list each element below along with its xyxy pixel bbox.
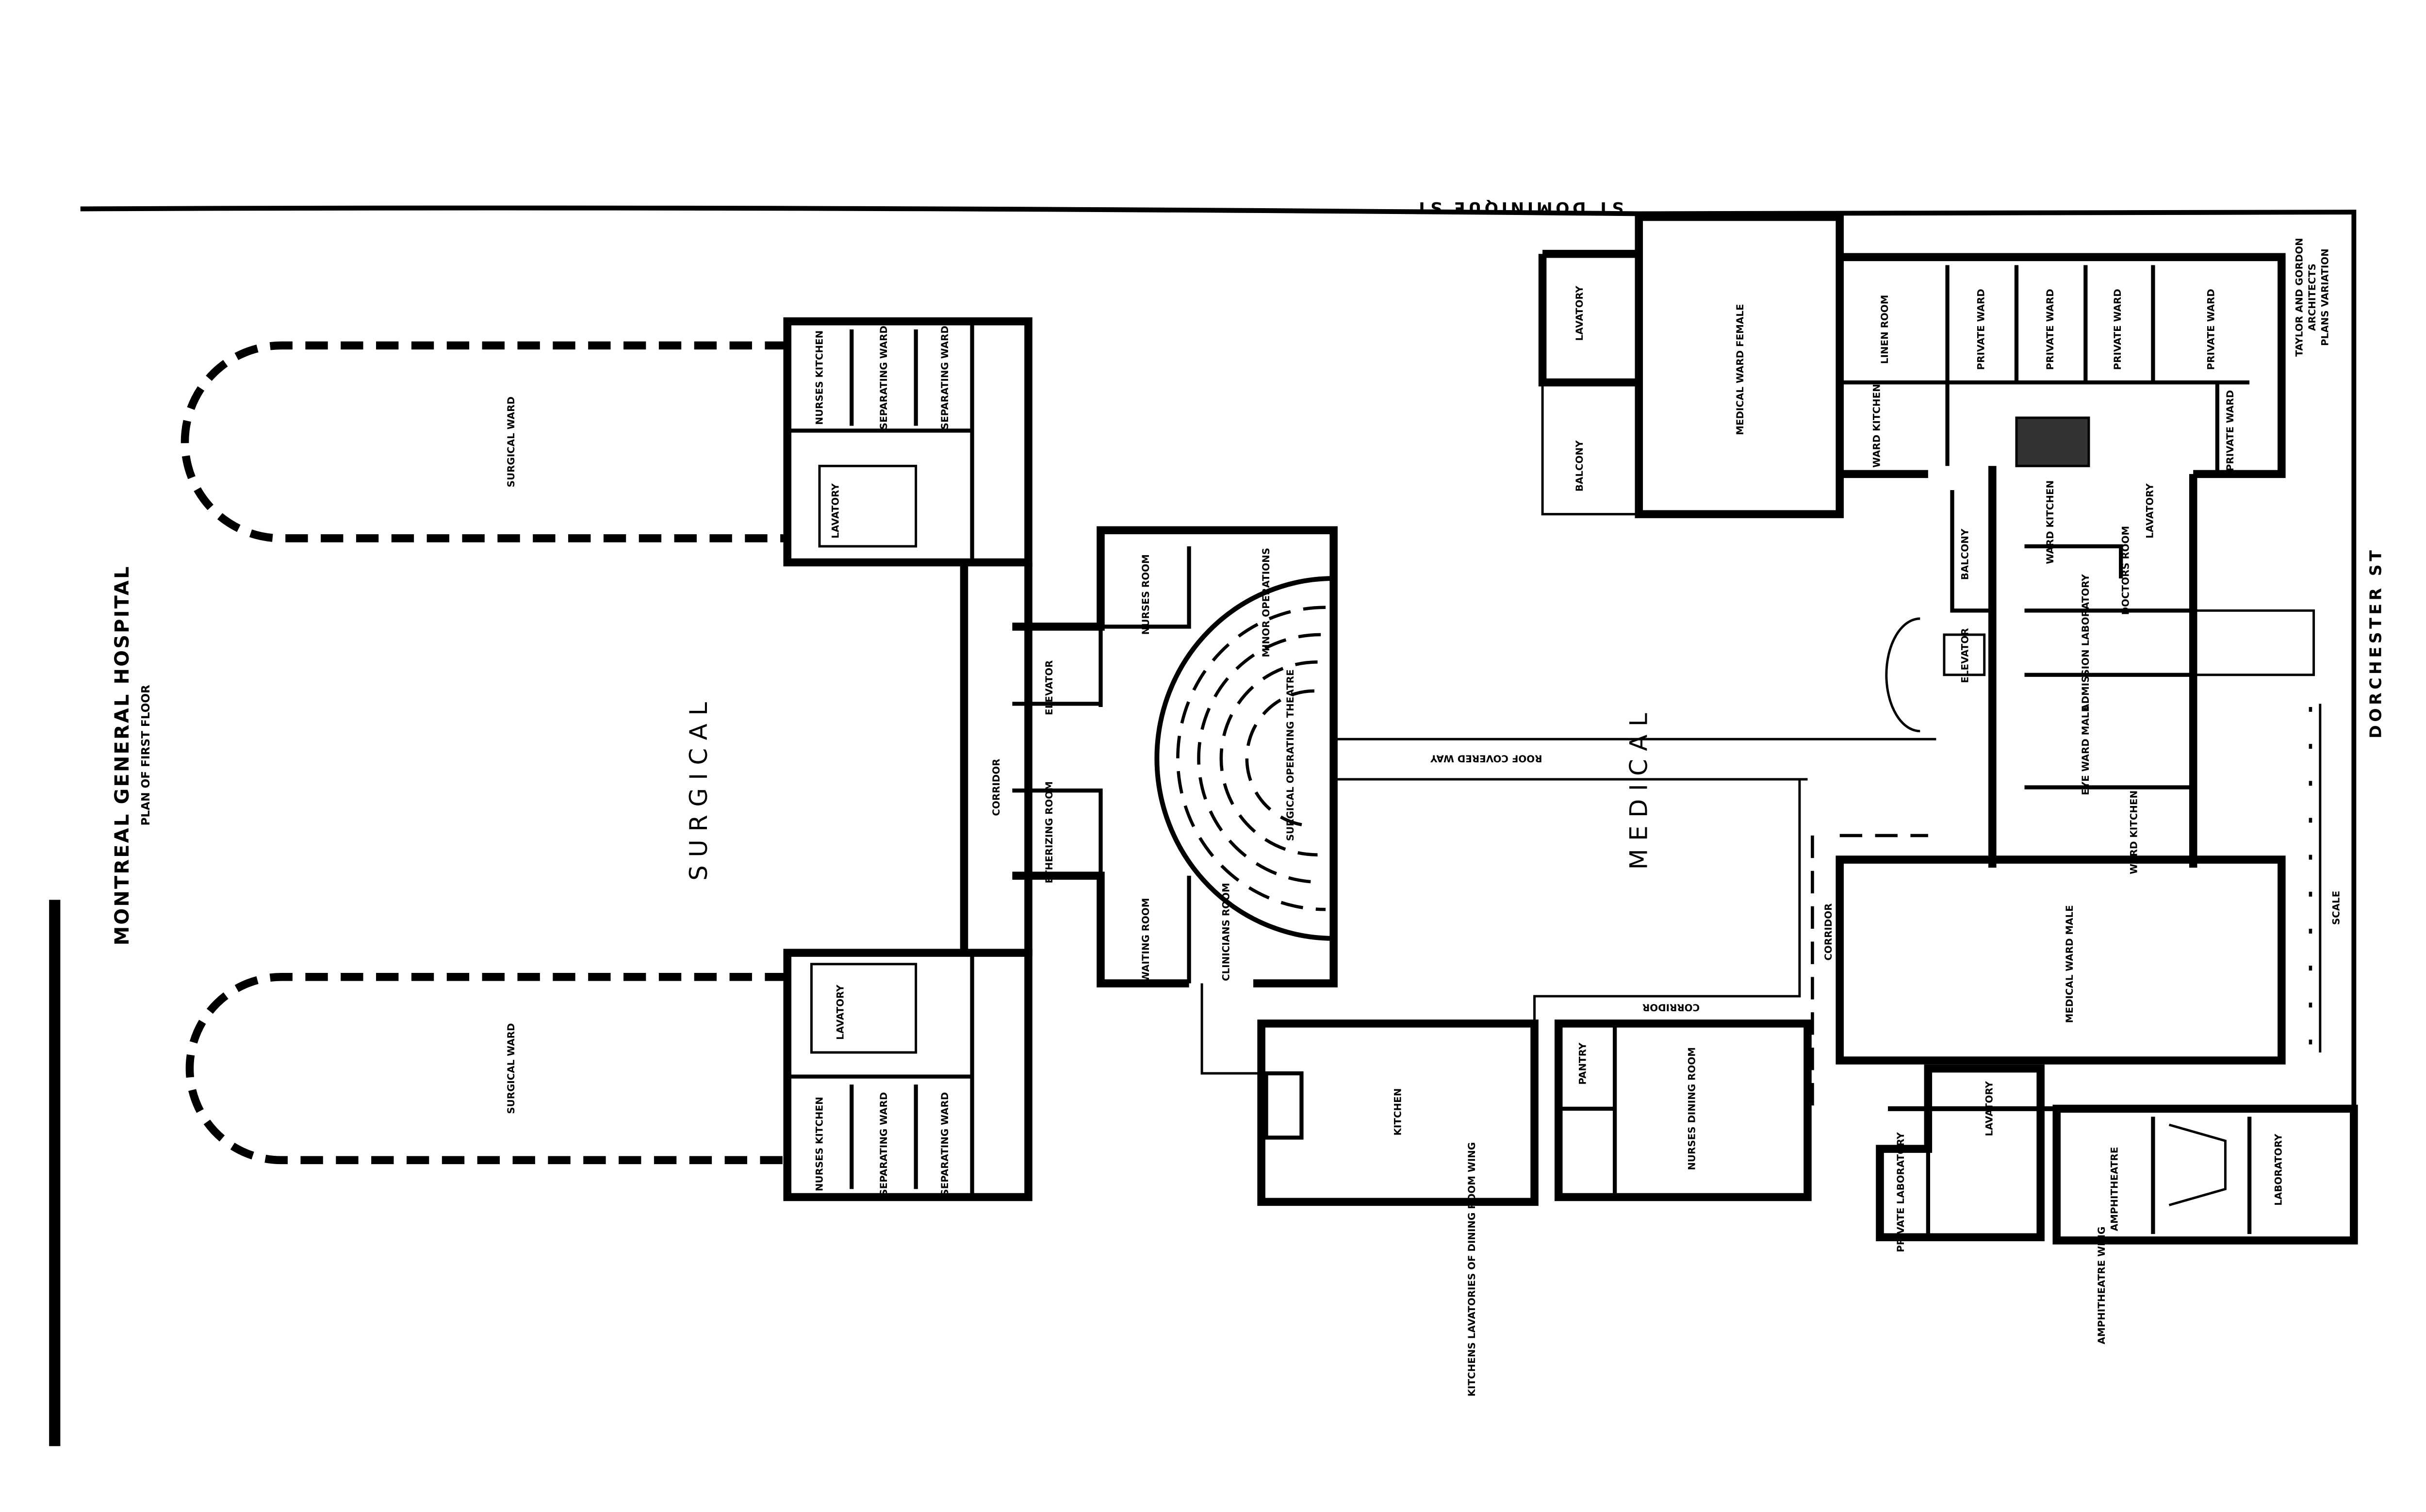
room-label: SURGICAL OPERATING THEATRE	[1285, 669, 1296, 841]
architects-credit-3: PLANS VARIATION	[2319, 248, 2330, 346]
room-label: CLINICIANS ROOM	[1220, 883, 1231, 981]
room-label: MINOR OPERATIONS	[1261, 548, 1272, 657]
room-label: ELEVATOR	[1960, 628, 1971, 683]
kitchen-building	[1257, 779, 1812, 1206]
covered-way-label: ROOF COVERED WAY	[1430, 753, 1542, 764]
room-label: DOCTORS ROOM	[2120, 526, 2131, 615]
room-label: EYE WARD MALE	[2080, 706, 2091, 795]
section-label-surgical: SURGICAL	[685, 694, 713, 880]
room-label: BALCONY	[1574, 440, 1585, 492]
surgical-ward-bottom	[185, 949, 1033, 1201]
room-label: WAITING ROOM	[1140, 898, 1151, 982]
room-label: PRIVATE WARD	[2112, 289, 2123, 370]
room-label: CORRIDOR	[1823, 904, 1834, 961]
architects-credit-1: TAYLOR AND GORDON	[2294, 238, 2305, 357]
surgical-ward-top	[180, 317, 1033, 567]
central-spine	[1885, 466, 2315, 868]
street-label-dorchester: DORCHESTER ST	[2366, 547, 2385, 738]
room-label: PRIVATE WARD	[2225, 390, 2236, 471]
room-label: WARD KITCHEN	[1871, 384, 1882, 468]
architects-credit-2: ARCHITECTS	[2307, 263, 2318, 331]
room-label: CORRIDOR	[991, 759, 1002, 816]
amphitheatre-wing	[1876, 1064, 2358, 1245]
room-label: SEPARATING WARD	[878, 1092, 889, 1196]
room-label: CORRIDOR	[1642, 1002, 1700, 1013]
room-label: SEPARATING WARD	[878, 326, 889, 429]
room-label: SURGICAL WARD	[506, 1023, 517, 1114]
room-label: AMPHITHEATRE	[2109, 1147, 2120, 1232]
room-label: NURSES KITCHEN	[814, 330, 825, 425]
room-label: AMPHITHEATRE WING	[2096, 1227, 2107, 1345]
room-label: LAVATORY	[835, 985, 846, 1040]
room-label: NURSES ROOM	[1140, 554, 1151, 635]
room-label: PRIVATE WARD	[2205, 289, 2216, 370]
scale-label: SCALE	[2331, 891, 2342, 925]
room-label: SEPARATING WARD	[939, 326, 951, 429]
room-label: ETHERIZING ROOM	[1044, 781, 1055, 883]
room-label: LAVATORY	[1574, 285, 1585, 341]
room-label: KITCHEN	[1393, 1088, 1404, 1136]
medical-ward-male	[1836, 855, 2286, 1065]
scale-bar	[2309, 704, 2322, 1052]
room-label: SURGICAL WARD	[506, 396, 517, 487]
room-label: PRIVATE LABORATORY	[1895, 1132, 1906, 1252]
room-label: PANTRY	[1577, 1042, 1589, 1085]
room-label: PRIVATE WARD	[2045, 289, 2056, 370]
operating-building	[1012, 526, 1338, 987]
plan-subtitle: PLAN OF FIRST FLOOR	[139, 685, 152, 826]
section-label-medical: MEDICAL	[1624, 705, 1653, 870]
room-label: LAVATORY	[2144, 483, 2155, 539]
room-label: KITCHENS LAVATORIES OF DINING ROOM WING	[1466, 1142, 1477, 1397]
room-label: ADMISSION LABORATORY	[2080, 574, 2091, 711]
covered-way	[1333, 738, 1936, 781]
plan-title: MONTREAL GENERAL HOSPITAL	[111, 565, 133, 945]
room-label: MEDICAL WARD MALE	[2064, 905, 2075, 1023]
room-label: NURSES DINING ROOM	[1687, 1047, 1698, 1170]
room-label: WARD KITCHEN	[2128, 790, 2139, 874]
room-label: LAVATORY	[830, 483, 841, 539]
room-label: LABORATORY	[2273, 1134, 2284, 1206]
room-label: MEDICAL WARD FEMALE	[1735, 304, 1746, 435]
room-label: BALCONY	[1960, 528, 1971, 580]
room-label: LAVATORY	[1983, 1081, 1995, 1136]
room-label: ELEVATOR	[1044, 660, 1055, 715]
room-label: LINEN ROOM	[1879, 295, 1890, 364]
room-label: PRIVATE WARD	[1976, 289, 1987, 370]
street-label-st-dominique: ST DOMINIQUE ST	[1413, 198, 1624, 217]
room-label: NURSES KITCHEN	[814, 1097, 825, 1191]
room-label: WARD KITCHEN	[2045, 480, 2056, 564]
room-label: SEPARATING WARD	[939, 1092, 951, 1196]
private-wards-block	[1839, 253, 2286, 478]
street-boundary-line	[80, 205, 2357, 1111]
medical-ward-female	[1538, 213, 1844, 518]
